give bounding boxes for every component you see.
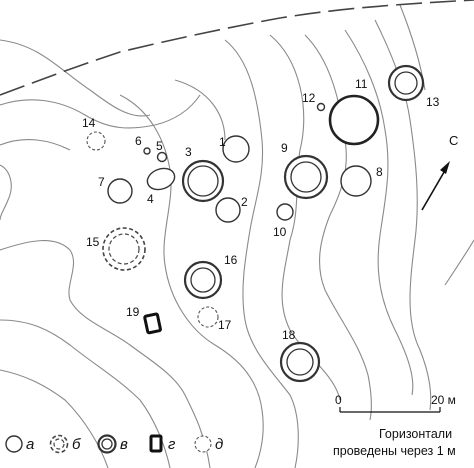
legend-symbol-g xyxy=(149,434,163,453)
north-arrow-icon xyxy=(440,161,450,174)
object-17-mound xyxy=(197,306,219,328)
object-18-label: 18 xyxy=(282,328,296,342)
contour-line xyxy=(0,319,171,468)
object-13-inner-ring xyxy=(394,71,418,95)
object-10-mound xyxy=(276,203,294,221)
object-9-label: 9 xyxy=(281,141,288,155)
object-19-label: 19 xyxy=(126,305,140,319)
object-14-label: 14 xyxy=(82,116,96,130)
object-14-mound xyxy=(86,131,106,151)
legend-symbol-a xyxy=(5,435,23,453)
scale-min-label: 0 xyxy=(335,393,342,407)
legend-symbol-b xyxy=(49,434,69,454)
object-16-label: 16 xyxy=(224,253,238,267)
object-13-label: 13 xyxy=(426,95,440,109)
contour-note-line2: проведены через 1 м xyxy=(333,444,456,458)
object-2-label: 2 xyxy=(241,195,248,209)
contour-line xyxy=(119,94,264,468)
object-5-mound xyxy=(156,151,168,163)
object-6-label: 6 xyxy=(135,134,142,148)
object-13-mound xyxy=(387,64,425,102)
object-1-label: 1 xyxy=(219,135,226,149)
object-18-inner-ring xyxy=(286,348,314,376)
object-17-label: 17 xyxy=(218,318,232,332)
legend-letter-v: в xyxy=(120,436,128,453)
object-8-mound xyxy=(340,165,372,197)
contour-line xyxy=(344,29,414,396)
object-7-mound xyxy=(107,178,133,204)
scale-bar: 0 20 м xyxy=(335,393,456,413)
object-5-label: 5 xyxy=(156,139,163,153)
legend-letter-d: д xyxy=(215,436,223,453)
contour-line xyxy=(0,164,12,221)
legend-letter-a: а xyxy=(26,436,34,453)
north-label: С xyxy=(449,133,458,148)
contour-line xyxy=(0,39,151,117)
legend-symbol-d xyxy=(194,435,212,453)
contour-line xyxy=(0,369,109,468)
object-3-label: 3 xyxy=(185,145,192,159)
object-12-label: 12 xyxy=(302,91,316,105)
object-11-label: 11 xyxy=(355,77,368,91)
object-15-label: 15 xyxy=(86,235,100,249)
north-arrow: С xyxy=(421,133,458,211)
contour-line xyxy=(0,139,71,151)
object-10-label: 10 xyxy=(273,225,287,239)
object-6-mound xyxy=(143,147,151,155)
object-7-label: 7 xyxy=(98,175,105,189)
object-19-structure xyxy=(143,312,162,335)
legend-symbol-v-inner xyxy=(101,438,113,450)
object-9-inner-ring xyxy=(290,161,322,193)
object-8-label: 8 xyxy=(376,165,383,179)
object-2-mound xyxy=(215,197,241,223)
contour-line xyxy=(224,39,299,468)
legend-letter-g: г xyxy=(168,436,176,453)
legend-symbol-b-inner xyxy=(53,438,65,450)
object-4-mound xyxy=(146,167,176,191)
legend-letter-b: б xyxy=(72,436,81,453)
scale-max-label: 20 м xyxy=(431,393,456,407)
contour-line xyxy=(174,79,226,141)
object-3-mound xyxy=(181,159,225,203)
contour-line xyxy=(0,94,201,129)
object-15-inner-ring xyxy=(108,233,140,265)
object-16-inner-ring xyxy=(190,267,216,293)
site-boundary xyxy=(0,0,474,96)
contour-note-line1: Горизонтали xyxy=(379,427,452,441)
object-16-mound xyxy=(183,260,223,300)
object-12-mound xyxy=(316,102,326,112)
object-1-mound xyxy=(222,135,250,163)
legend: а б в г д xyxy=(5,434,223,454)
object-11-mound xyxy=(328,94,380,146)
contour-line xyxy=(444,239,474,286)
legend-symbol-v xyxy=(97,434,117,454)
contour-line xyxy=(0,239,211,468)
object-4-label: 4 xyxy=(147,192,154,206)
object-3-inner-ring xyxy=(187,165,219,197)
objects: 1 2 3 4 5 6 7 8 9 10 11 12 xyxy=(82,64,440,383)
